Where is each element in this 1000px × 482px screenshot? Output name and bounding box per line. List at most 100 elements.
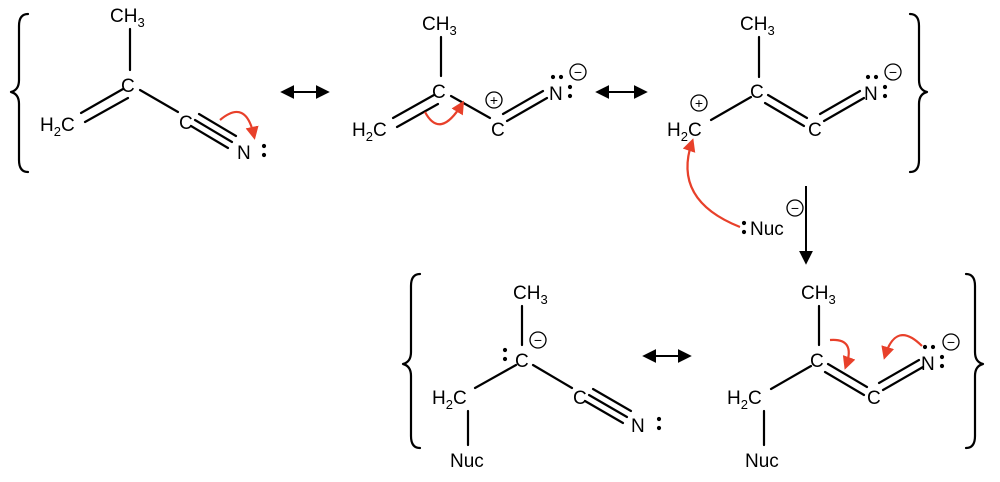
methyl-group-label: CH3 (801, 283, 836, 307)
lone-pair-dot (550, 74, 556, 80)
nitrile-nitrogen-label: N (237, 143, 251, 164)
minus-charge-circle (884, 63, 902, 81)
lone-pair-dot (741, 220, 747, 226)
bond-c-ch2 (709, 95, 753, 122)
double-bond-cc-a (766, 93, 809, 120)
double-bond-a (79, 87, 125, 115)
plus-charge: + (490, 92, 498, 108)
nitrogen-label: N (864, 84, 878, 105)
double-bond-cc-b (823, 370, 866, 397)
methylene-cation-label: H2C (667, 120, 702, 144)
curved-arrow-pi-shift (424, 100, 465, 126)
lone-pair-dot (741, 229, 747, 235)
central-carbon-label: C (810, 351, 824, 372)
lone-pair-dot (930, 344, 936, 350)
curved-arrow-nucleophilic-attack (682, 138, 741, 229)
lone-pair-dot (502, 347, 508, 353)
nucleophile-label: Nuc (750, 219, 784, 240)
methylene-label: H2C (432, 388, 467, 412)
triple-bond-a (587, 393, 629, 419)
plus-charge: + (695, 95, 703, 111)
central-carbon-label: C (432, 82, 446, 103)
double-bond-b (83, 96, 130, 124)
structure-1-methacrylonitrile: CH3 C H2C C N (40, 6, 267, 164)
lone-pair-dot (656, 416, 662, 422)
methyl-group-label: CH3 (740, 14, 775, 38)
double-bond-a (391, 93, 436, 120)
nitrogen-label: N (549, 84, 563, 105)
nitrile-carbon-label: C (573, 388, 587, 409)
brace-bottom-left (401, 272, 422, 450)
lone-pair-dot (558, 74, 564, 80)
minus-charge-circle (942, 333, 960, 351)
minus-charge-circle (786, 199, 804, 217)
lone-pair-dot (882, 84, 888, 90)
methyl-group-label: CH3 (513, 283, 548, 307)
double-bond-cn-a (822, 96, 866, 123)
nitrile-nitrogen-label: N (631, 416, 645, 437)
curved-arrow-pi-to-n (219, 110, 259, 140)
nitrile-carbon-label: C (179, 113, 193, 134)
minus-charge: − (947, 334, 955, 350)
methylene-label: H2C (40, 115, 75, 139)
lone-pair-dot (939, 363, 945, 369)
lone-pair-dot (261, 152, 267, 158)
lone-pair-dot (567, 84, 573, 90)
carbon-label: C (867, 388, 881, 409)
brace-top-left (9, 12, 30, 174)
lone-pair-dot (939, 354, 945, 360)
triple-bond-b (591, 387, 633, 413)
structure-4-carbanion: CH3 C − H2C Nuc C N (432, 283, 662, 472)
lone-pair-dot (261, 143, 267, 149)
minus-charge: − (889, 64, 897, 80)
triple-bond-a (193, 118, 234, 144)
double-bond-cn-b (877, 358, 921, 385)
cationic-carbon-label: C (491, 120, 505, 141)
lone-pair-dot (656, 425, 662, 431)
bond-c-c (449, 94, 492, 120)
bond-c-cn (138, 88, 180, 114)
brace-bottom-right (964, 272, 985, 450)
structure-5-ketenimine-anion: CH3 C H2C Nuc C N − (727, 283, 960, 472)
lone-pair-dot (567, 93, 573, 99)
double-bond-cc-b (763, 101, 806, 128)
methylene-label: H2C (352, 120, 387, 144)
triple-bond-b (197, 112, 238, 138)
lone-pair-dot (873, 74, 879, 80)
lone-pair-dot (865, 74, 871, 80)
minus-charge: − (574, 64, 582, 80)
nucleophile-label: Nuc (450, 451, 484, 472)
methyl-group-label: CH3 (110, 6, 145, 30)
curved-arrow-lone-pair-to-bond (881, 334, 923, 360)
methylene-label: H2C (727, 388, 762, 412)
double-bond-b (395, 102, 440, 129)
nitrogen-label: N (921, 354, 935, 375)
double-bond-cn-b (818, 89, 862, 116)
lone-pair-dot (502, 356, 508, 362)
curved-arrow-pi-to-carbon (829, 338, 856, 370)
minus-charge: − (791, 200, 799, 216)
central-carbon-label: C (121, 76, 135, 97)
nucleophile-label: Nuc (745, 451, 779, 472)
structure-3-allylic-cation: CH3 C H2C + C N − (667, 14, 902, 144)
double-bond-cn-a (505, 96, 549, 123)
carbon-label: C (808, 120, 822, 141)
bond-c-ch2 (473, 363, 518, 390)
minus-charge-circle (529, 331, 547, 349)
triple-bond-c (189, 124, 230, 150)
double-bond-cc-a (826, 362, 869, 389)
bond-c-ch2 (769, 364, 813, 391)
brace-top-right (908, 12, 929, 174)
plus-charge-circle (690, 94, 708, 112)
methyl-group-label: CH3 (422, 14, 457, 38)
nucleophile: Nuc − (682, 138, 804, 240)
minus-charge-circle (569, 63, 587, 81)
bond-c-cn (531, 363, 574, 390)
central-carbon-label: C (750, 82, 764, 103)
plus-charge-circle (485, 91, 503, 109)
double-bond-cn-b (501, 89, 545, 116)
double-bond-cn-a (881, 365, 925, 392)
carbanion-label: C (515, 351, 529, 372)
